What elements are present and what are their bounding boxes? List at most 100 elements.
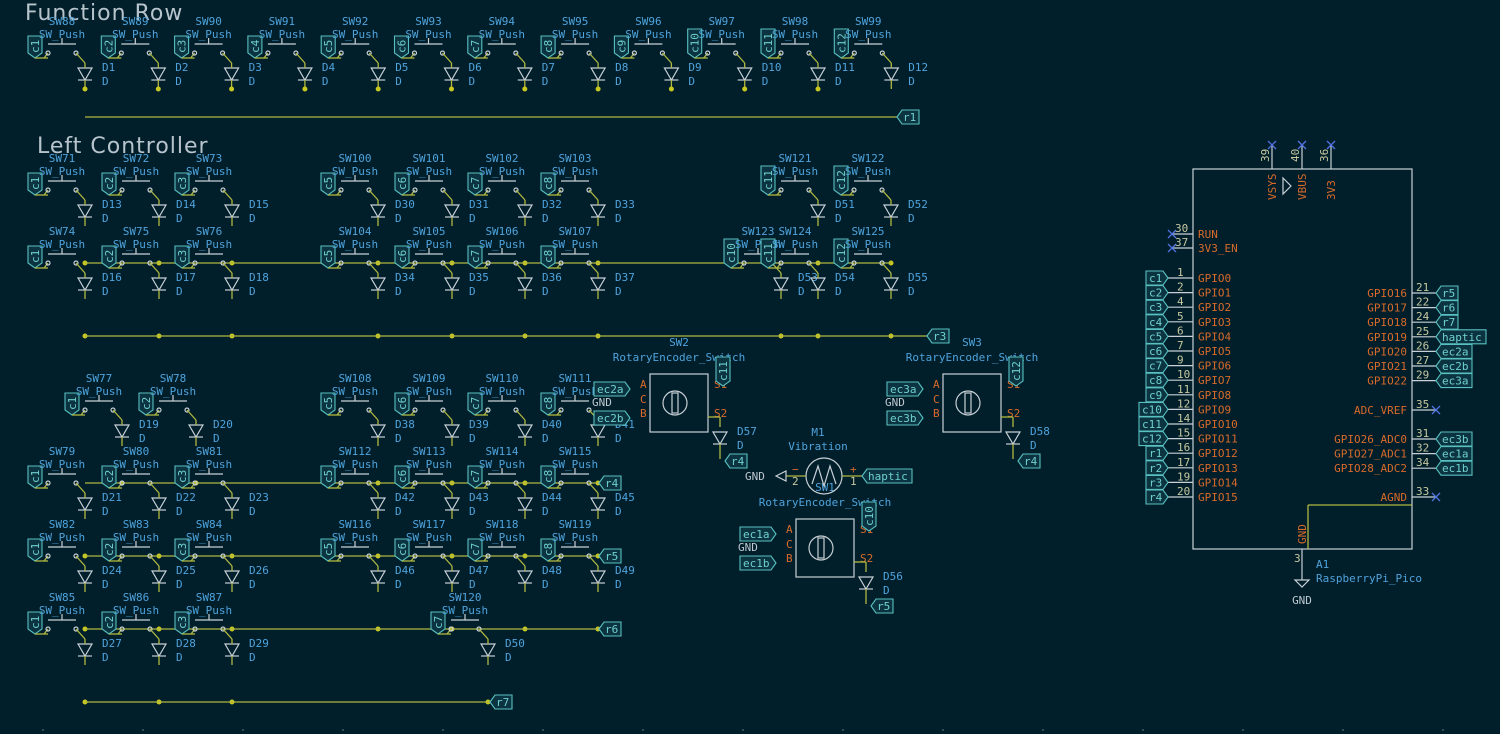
net-label-ec1a-pico[interactable]: ec1a: [1435, 446, 1473, 462]
diode-D8[interactable]: D8D: [590, 61, 628, 88]
net-label-c3-pico[interactable]: c3: [1145, 299, 1169, 315]
col-label-c6[interactable]: c6: [394, 172, 410, 196]
col-label-c3[interactable]: c3: [174, 35, 190, 59]
col-label-c2[interactable]: c2: [101, 172, 117, 196]
row-label-r7[interactable]: r7: [489, 694, 513, 710]
col-label-c2[interactable]: c2: [101, 611, 117, 635]
net-label-r6-pico[interactable]: r6: [1435, 300, 1459, 316]
row-label-r6[interactable]: r6: [598, 621, 622, 637]
col-label-c7[interactable]: c7: [467, 392, 483, 416]
diode-D9[interactable]: D9D: [663, 61, 702, 88]
diode-D6[interactable]: D6D: [443, 61, 482, 88]
col-label-c1[interactable]: c1: [27, 465, 43, 489]
col-label-c5[interactable]: c5: [320, 392, 336, 416]
col-label-c5[interactable]: c5: [320, 465, 336, 489]
col-label-c8[interactable]: c8: [540, 35, 556, 59]
col-label-c3[interactable]: c3: [174, 245, 190, 269]
diode-D2[interactable]: D2D: [150, 61, 189, 88]
col-label-c10-enc[interactable]: c10: [861, 501, 877, 532]
col-label-c12[interactable]: c12: [833, 28, 849, 59]
col-label-c5[interactable]: c5: [320, 245, 336, 269]
row-label-r5-SW1[interactable]: r5: [870, 598, 894, 614]
diode-D4[interactable]: D4D: [296, 61, 336, 88]
col-label-c1[interactable]: c1: [27, 538, 43, 562]
net-label-c11-pico[interactable]: c11: [1138, 416, 1169, 432]
col-label-c11[interactable]: c11: [760, 28, 776, 59]
col-label-c1[interactable]: c1: [27, 172, 43, 196]
col-label-c3[interactable]: c3: [174, 465, 190, 489]
col-label-c2[interactable]: c2: [101, 538, 117, 562]
net-label-haptic-pico[interactable]: haptic: [1435, 329, 1487, 345]
net-label-c10-pico[interactable]: c10: [1138, 401, 1169, 417]
net-label-ec3b[interactable]: ec3b: [886, 410, 924, 426]
col-label-c2[interactable]: c2: [101, 245, 117, 269]
net-label-c2-pico[interactable]: c2: [1145, 285, 1169, 301]
net-label-ec2b[interactable]: ec2b: [593, 410, 631, 426]
col-label-c2[interactable]: c2: [101, 465, 117, 489]
net-label-r2-pico[interactable]: r2: [1145, 460, 1169, 476]
col-label-c8[interactable]: c8: [540, 392, 556, 416]
col-label-c6[interactable]: c6: [394, 465, 410, 489]
col-label-c3[interactable]: c3: [174, 538, 190, 562]
net-label-c9-pico[interactable]: c9: [1145, 387, 1169, 403]
row-label-r4-SW2[interactable]: r4: [724, 453, 748, 469]
col-label-c8[interactable]: c8: [540, 538, 556, 562]
net-label-ec1b-pico[interactable]: ec1b: [1435, 460, 1473, 476]
col-label-c5[interactable]: c5: [320, 538, 336, 562]
row-label-r3[interactable]: r3: [926, 328, 950, 344]
col-label-c10[interactable]: c10: [687, 28, 703, 59]
net-label-c8-pico[interactable]: c8: [1145, 372, 1169, 388]
col-label-c11-enc[interactable]: c11: [715, 356, 731, 387]
diode-D1[interactable]: D1D: [76, 61, 115, 88]
net-label-r4-pico[interactable]: r4: [1145, 489, 1169, 505]
col-label-c7[interactable]: c7: [430, 611, 446, 635]
col-label-c5[interactable]: c5: [320, 35, 336, 59]
net-label-c6-pico[interactable]: c6: [1145, 343, 1169, 359]
diode-D7[interactable]: D7D: [516, 61, 555, 88]
col-label-c2[interactable]: c2: [138, 392, 154, 416]
diode-D5[interactable]: D5D: [370, 61, 408, 88]
col-label-c3[interactable]: c3: [174, 611, 190, 635]
col-label-c7[interactable]: c7: [467, 245, 483, 269]
col-label-c4[interactable]: c4: [247, 35, 263, 59]
col-label-c7[interactable]: c7: [467, 172, 483, 196]
